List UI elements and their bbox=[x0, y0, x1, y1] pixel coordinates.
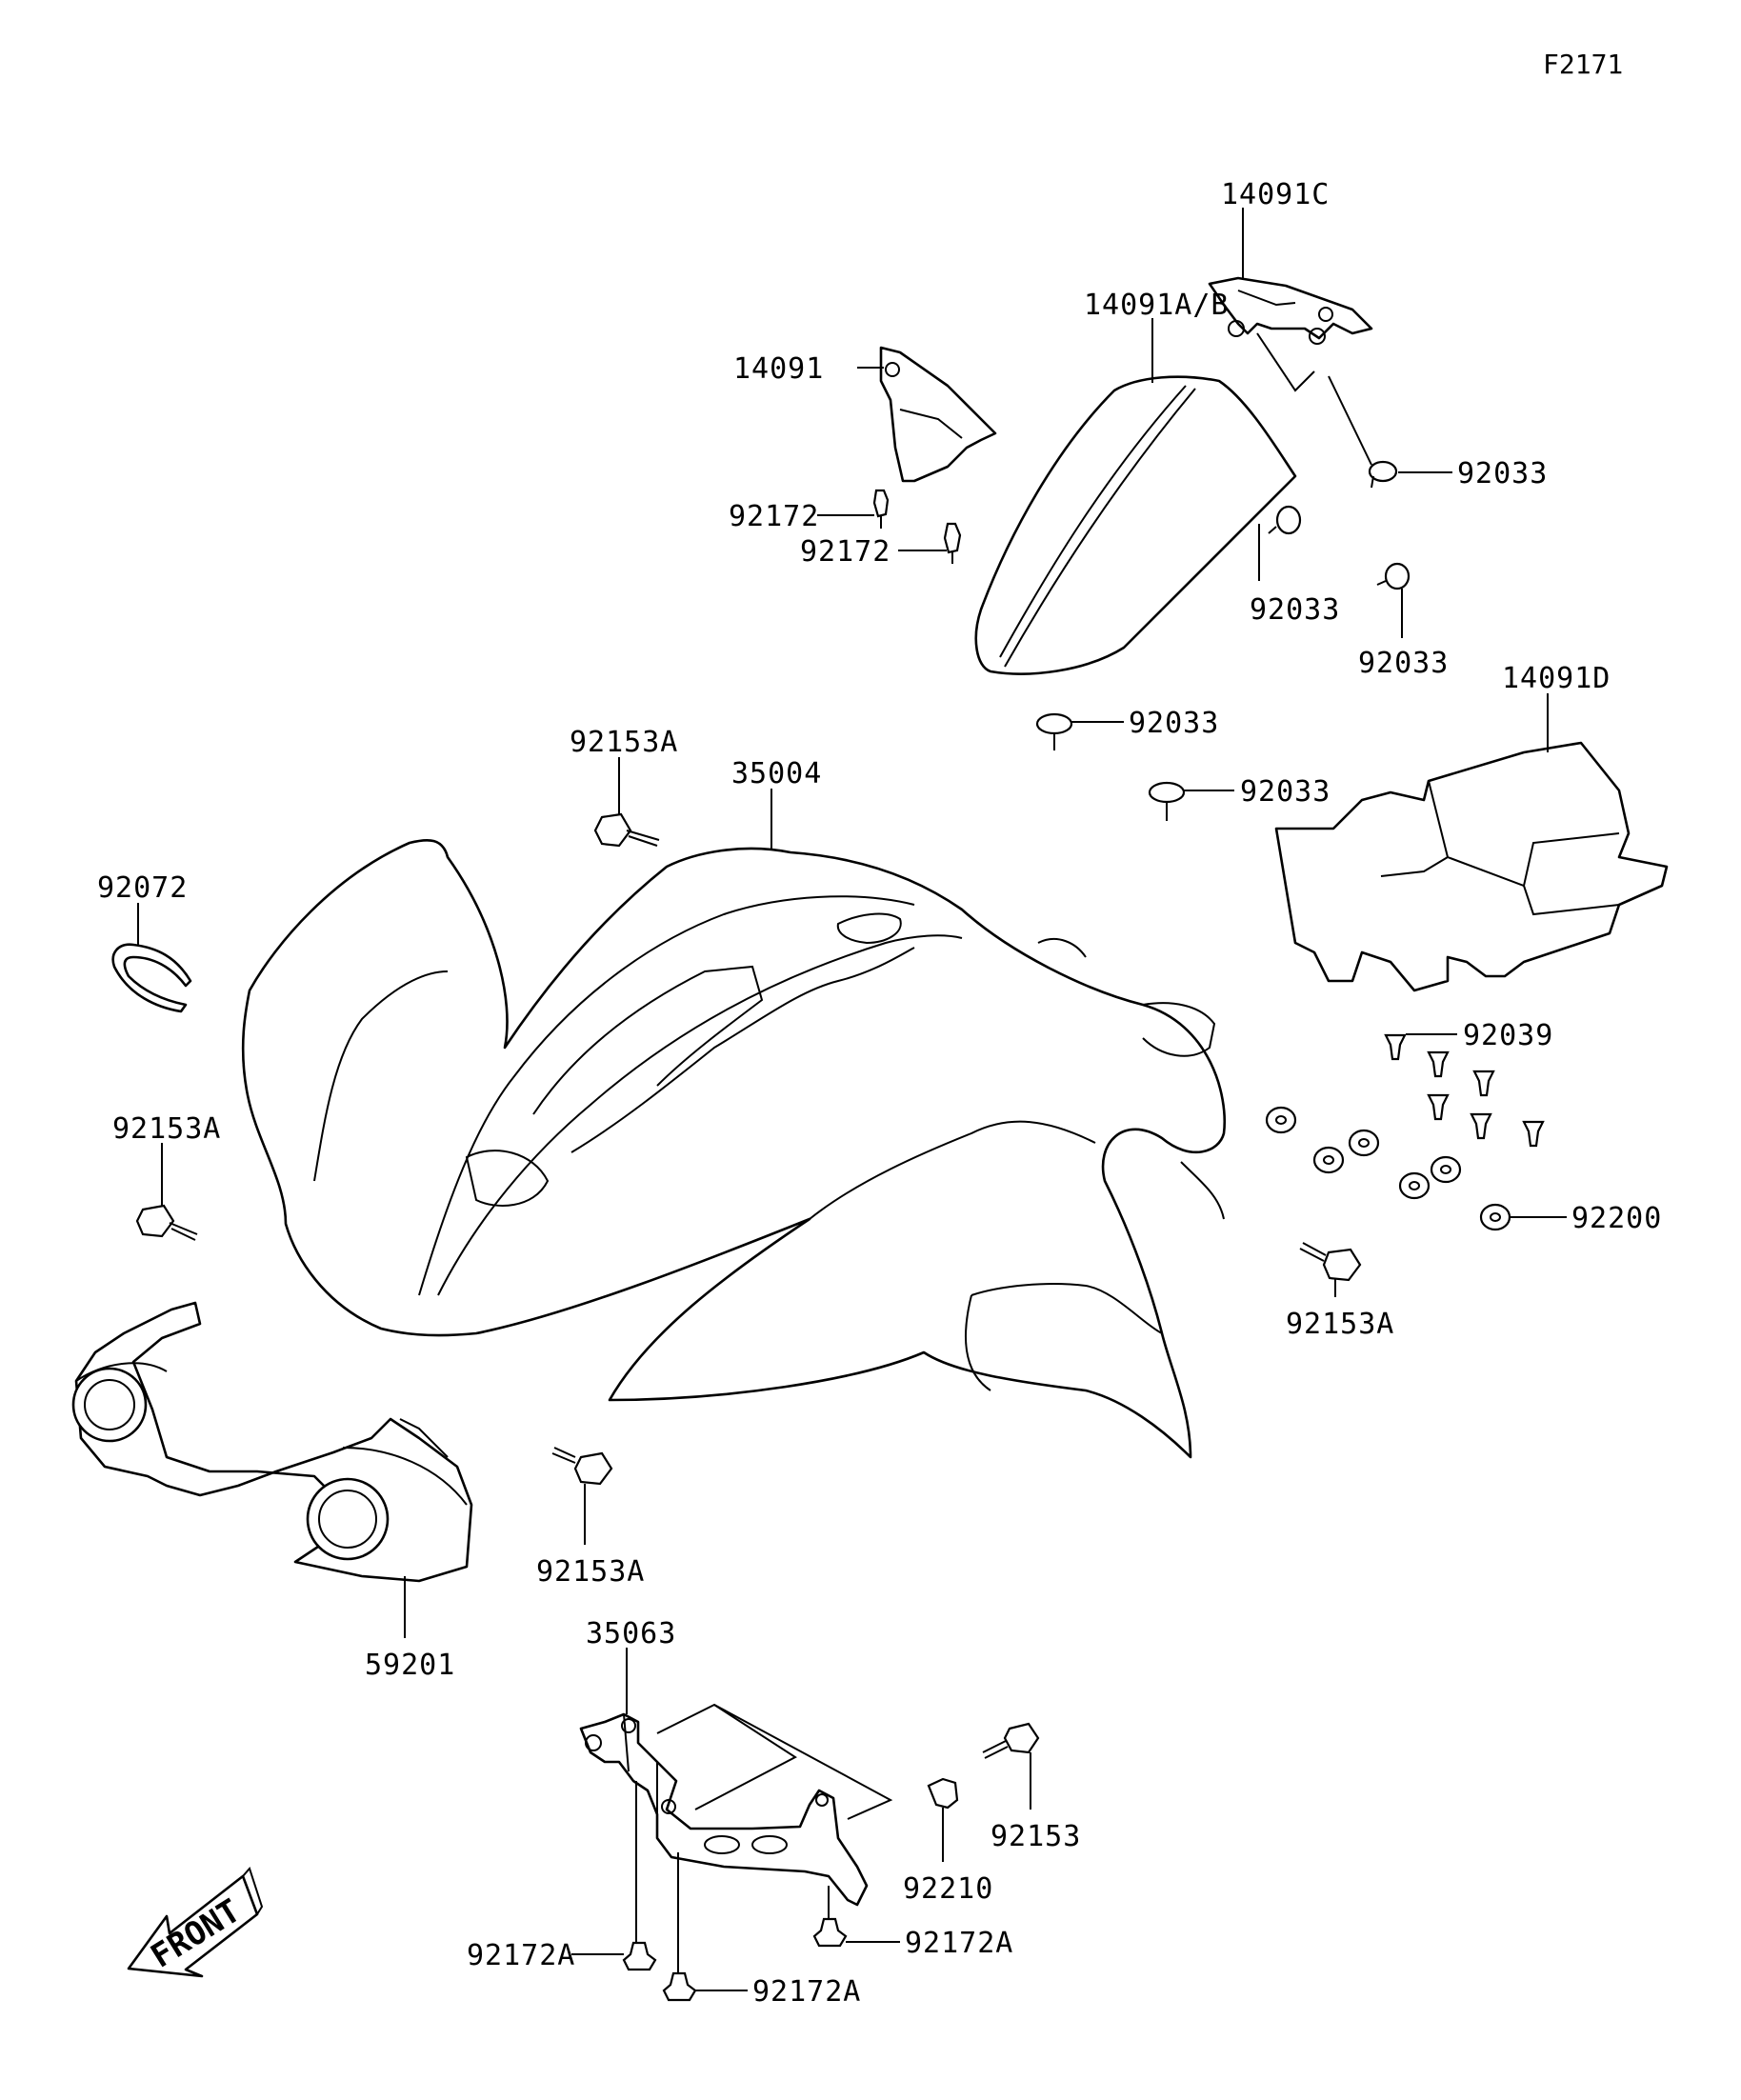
callout-92172a-a: 92172A bbox=[467, 1939, 575, 1972]
clip-92033-b bbox=[1268, 505, 1302, 535]
rivets-92039 bbox=[1384, 1033, 1545, 1148]
callout-92153a-c: 92153A bbox=[1286, 1308, 1394, 1341]
callout-59201: 59201 bbox=[365, 1649, 455, 1682]
part-59201 bbox=[71, 1301, 473, 1583]
part-14091c bbox=[1208, 276, 1373, 345]
part-14091ab bbox=[974, 375, 1297, 675]
part-92072 bbox=[111, 943, 192, 1013]
callout-92072: 92072 bbox=[97, 871, 188, 905]
figure-code: F2171 bbox=[1543, 49, 1623, 80]
part-14091d bbox=[1274, 741, 1669, 992]
screw-92172-b bbox=[943, 522, 962, 564]
callout-14091ab: 14091A/B bbox=[1084, 289, 1230, 322]
screw-92172a-c bbox=[662, 1971, 697, 2002]
bolt-92153a-a bbox=[593, 812, 660, 848]
callout-92153: 92153 bbox=[991, 1820, 1081, 1853]
callout-92153a-a: 92153A bbox=[570, 726, 678, 759]
bolt-92153 bbox=[982, 1722, 1040, 1759]
clip-92033-a bbox=[1368, 460, 1398, 489]
callout-92033-a: 92033 bbox=[1457, 457, 1548, 490]
callout-92039: 92039 bbox=[1463, 1019, 1553, 1052]
callout-92172-a: 92172 bbox=[729, 500, 819, 533]
callout-92033-b: 92033 bbox=[1250, 593, 1340, 627]
screw-92172-a bbox=[872, 489, 890, 529]
callout-35004: 35004 bbox=[731, 757, 822, 790]
callout-92033-e: 92033 bbox=[1240, 775, 1331, 809]
callout-92153a-b: 92153A bbox=[112, 1112, 221, 1146]
screw-92172a-b bbox=[812, 1917, 848, 1948]
callout-92210: 92210 bbox=[903, 1872, 993, 1906]
front-arrow-icon: FRONT bbox=[127, 1867, 264, 1978]
part-14091 bbox=[879, 346, 997, 483]
callout-14091d: 14091D bbox=[1502, 662, 1611, 695]
callout-14091: 14091 bbox=[733, 352, 824, 386]
screw-92172a-a bbox=[622, 1941, 657, 1971]
callout-92172a-c: 92172A bbox=[752, 1975, 861, 2009]
clip-92033-c bbox=[1376, 562, 1411, 590]
bolt-92153a-c bbox=[1299, 1242, 1362, 1282]
callout-14091c: 14091C bbox=[1221, 178, 1330, 211]
clip-92033-e bbox=[1148, 781, 1186, 821]
callout-92033-d: 92033 bbox=[1129, 707, 1219, 740]
clip-92033-d bbox=[1035, 712, 1073, 750]
callout-92200: 92200 bbox=[1571, 1202, 1662, 1235]
callout-92153a-d: 92153A bbox=[536, 1555, 645, 1589]
bolt-92153a-b bbox=[135, 1204, 198, 1241]
callout-92033-c: 92033 bbox=[1358, 647, 1449, 680]
bolt-92153a-d bbox=[551, 1447, 613, 1486]
callout-35063: 35063 bbox=[586, 1617, 676, 1650]
part-35063 bbox=[579, 1712, 959, 1907]
part-35004 bbox=[241, 838, 1226, 1459]
callout-92172a-b: 92172A bbox=[905, 1927, 1013, 1960]
callout-92172-b: 92172 bbox=[800, 535, 891, 569]
washers-92200 bbox=[1265, 1106, 1511, 1231]
